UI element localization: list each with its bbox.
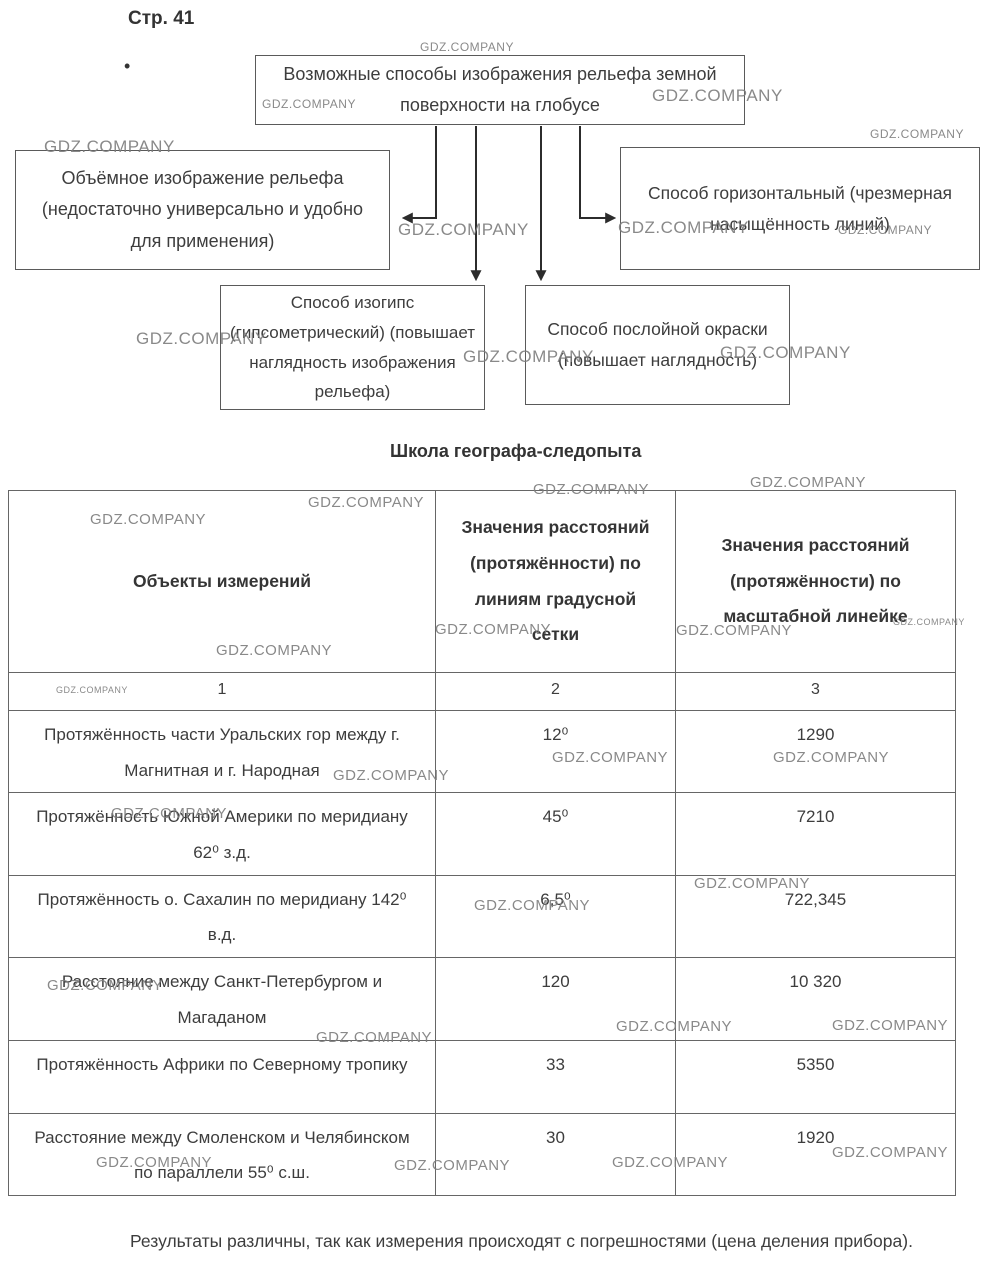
measurement-object: Протяжённость о. Сахалин по меридиану 14… [8,874,436,959]
flowchart-box-volume-method: Объёмное изображение рельефа (недостаточ… [15,150,390,270]
measurement-object: Расстояние между Смоленском и Челябинско… [8,1112,436,1196]
measurement-object: Протяжённость Африки по Северному тропик… [8,1039,436,1114]
watermark: GDZ.COMPANY [398,220,529,239]
watermark: GDZ.COMPANY [750,474,867,491]
column-number: 1 [8,672,436,711]
table-row: Протяжённость Южной Америки по меридиану… [8,792,956,876]
column-header-grid-distances: Значения расстояний (протяжённости) по л… [435,490,676,673]
measurement-object: Протяжённость Южной Америки по меридиану… [8,792,436,876]
grid-value: 33 [435,1039,676,1114]
arrow-to-left-box [401,126,437,224]
flowchart-box-isohypse-method: Способ изогипс (гипсометрический) (повыш… [220,285,485,410]
column-number-row: 1 2 3 [8,672,956,711]
grid-value: 6,5⁰ [435,874,676,959]
list-bullet: • [124,56,131,76]
column-header-ruler-distances: Значения расстояний (протяжённости) по м… [675,490,956,673]
grid-value: 12⁰ [435,709,676,794]
flowchart-box-title: Возможные способы изображения рельефа зе… [255,55,745,125]
section-title: Школа географа-следопыта [390,441,642,461]
table-row: Расстояние между Смоленском и Челябинско… [8,1112,956,1196]
table-row: Протяжённость части Уральских гор между … [8,709,956,794]
watermark: GDZ.COMPANY [870,127,964,141]
grid-value: 120 [435,957,676,1041]
ruler-value: 1920 [675,1112,956,1196]
column-number: 2 [435,672,676,711]
arrow-to-right-box [579,126,617,224]
flowchart-box-horizontal-method: Способ горизонтальный (чрезмерная насыщё… [620,147,980,270]
measurements-table: Объекты измерений Значения расстояний (п… [8,490,956,1196]
ruler-value: 722,345 [675,874,956,959]
ruler-value: 7210 [675,792,956,876]
table-row: Расстояние между Санкт-Петербургом и Маг… [8,957,956,1041]
table-header-row: Объекты измерений Значения расстояний (п… [8,490,956,673]
measurement-object: Расстояние между Санкт-Петербургом и Маг… [8,957,436,1041]
table-row: Протяжённость Африки по Северному тропик… [8,1039,956,1114]
grid-value: 30 [435,1112,676,1196]
flowchart-box-layer-coloring-method: Способ послойной окраски (повышает нагля… [525,285,790,405]
ruler-value: 5350 [675,1039,956,1114]
table-row: Протяжённость о. Сахалин по меридиану 14… [8,874,956,959]
column-header-objects: Объекты измерений [8,490,436,673]
measurement-object: Протяжённость части Уральских гор между … [8,709,436,794]
page-number-label: Стр. 41 [128,8,195,29]
conclusion-note: Результаты различны, так как измерения п… [130,1230,913,1251]
watermark: GDZ.COMPANY [420,40,514,54]
grid-value: 45⁰ [435,792,676,876]
column-number: 3 [675,672,956,711]
ruler-value: 1290 [675,709,956,794]
ruler-value: 10 320 [675,957,956,1041]
